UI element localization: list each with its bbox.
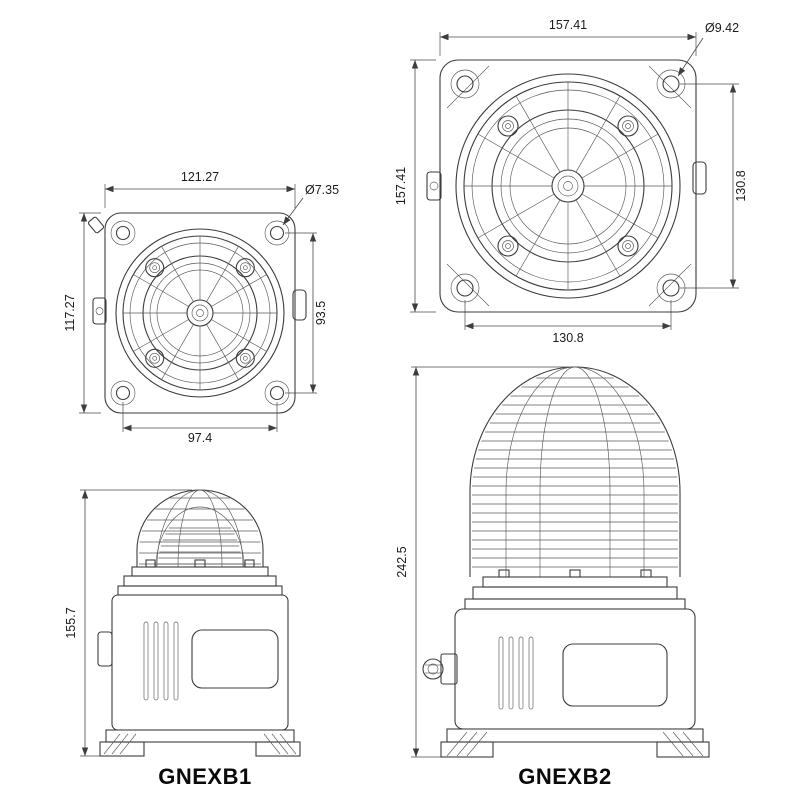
dim-b1-hole-spacing-v: 93.5 — [314, 301, 328, 325]
gnexb1-body — [97, 594, 301, 757]
left-latch — [426, 171, 442, 201]
dim-b2-hole-spacing-h: 130.8 — [552, 331, 583, 345]
dim-b2-hole-spacing-v: 130.8 — [734, 170, 748, 201]
gnexb2-top-body — [426, 59, 707, 313]
gnexb1-lens-ridges — [158, 527, 242, 565]
dim-b1-top-width: 121.27 — [181, 170, 219, 184]
right-foot — [656, 741, 710, 758]
gnexb1-flange — [117, 559, 283, 596]
cable-gland-block — [440, 653, 458, 685]
heat-sink-slot — [498, 636, 504, 710]
gnexb2-body — [422, 608, 710, 758]
gnexb2-cage-spokes — [464, 82, 672, 290]
gnexb2-flange — [464, 569, 686, 610]
gnexb1-top-cage — [115, 228, 285, 398]
gnexb1-cage-bolts — [145, 258, 255, 368]
dim-b2-top-height: 157.41 — [394, 167, 408, 205]
heat-sink-slot — [528, 636, 534, 710]
gnexb2-top-dimensions: 157.41 Ø9.42 157.41 130.8 130.8 — [394, 18, 748, 345]
right-foot — [255, 741, 301, 757]
gnexb2-dome-cage — [469, 366, 681, 577]
left-foot — [99, 741, 145, 757]
heat-sink-slot — [518, 636, 524, 710]
heat-sink-slot — [153, 621, 159, 701]
label-panel — [191, 629, 279, 689]
right-tab — [292, 289, 307, 321]
gnexb1-top-view: 121.27 Ø7.35 117.27 93.5 97.4 — [63, 170, 339, 445]
heat-sink-slot — [143, 621, 149, 701]
gnexb2-cage-bars — [472, 377, 678, 568]
gnexb1-top-dimensions: 121.27 Ø7.35 117.27 93.5 97.4 — [63, 170, 339, 445]
left-latch — [92, 297, 107, 325]
gnexb1-dome-cage — [136, 489, 264, 568]
gnexb2-front-view: 242.5 — [395, 366, 710, 758]
cable-gland-bolt — [422, 658, 444, 680]
dim-b1-hole-dia: Ø7.35 — [305, 183, 339, 197]
gnexb1-cage-spokes — [123, 236, 277, 390]
label-panel — [562, 643, 668, 707]
gnexb2-cage-bolts — [497, 115, 639, 257]
dim-b1-front-height: 155.7 — [64, 607, 78, 638]
gnexb1-label: GNEXB1 — [158, 764, 252, 789]
gnexb1-front-dimensions: 155.7 — [64, 489, 192, 757]
heat-sink-slot — [163, 621, 169, 701]
side-bracket — [97, 631, 113, 667]
dim-b1-top-height: 117.27 — [63, 294, 77, 331]
gnexb2-front-dimensions: 242.5 — [395, 366, 569, 758]
dim-b2-top-width: 157.41 — [549, 18, 587, 32]
gnexb1-lens — [155, 506, 245, 568]
dim-b2-front-height: 242.5 — [395, 546, 409, 577]
top-left-clip — [87, 216, 105, 234]
left-foot — [440, 741, 494, 758]
right-tab — [692, 161, 707, 195]
heat-sink-slot — [173, 621, 179, 701]
heat-sink-slot — [508, 636, 514, 710]
gnexb2-top-view: 157.41 Ø9.42 157.41 130.8 130.8 — [394, 18, 748, 345]
gnexb2-label: GNEXB2 — [518, 764, 612, 789]
dim-b1-hole-spacing-h: 97.4 — [188, 431, 212, 445]
gnexb1-front-view: 155.7 — [64, 489, 301, 757]
gnexb2-top-cage — [455, 73, 681, 299]
dim-b2-hole-dia: Ø9.42 — [705, 21, 739, 35]
